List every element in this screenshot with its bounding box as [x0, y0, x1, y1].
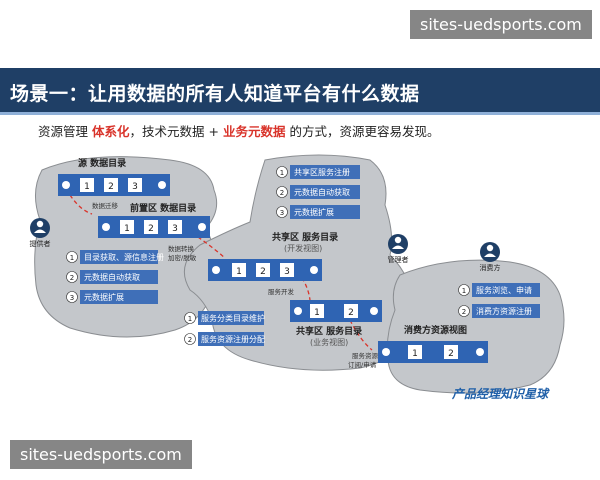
consumer-label: 消费方 [480, 263, 501, 272]
shared-dev-end-dot [310, 266, 318, 274]
shared-dev-title: 共享区 服务目录 [272, 231, 338, 243]
shared-dev-box-2[interactable] [256, 263, 270, 277]
shared-biz-box-2-label: 2 [348, 308, 354, 318]
title-underline [0, 112, 600, 115]
shared-biz-title: 共享区 服务目录 [296, 325, 362, 337]
front-bar-end-dot [198, 223, 206, 231]
shared-dev-box-2-label: 2 [260, 267, 266, 277]
svg-text:3: 3 [280, 209, 284, 217]
watermark-bottom: sites-uedsports.com [10, 440, 192, 469]
manager-bottom-steps: 1 服务分类目录维护 2 服务资源注册分配 [184, 311, 265, 346]
shared-dev-start-dot [212, 266, 220, 274]
front-box-2[interactable] [144, 220, 158, 234]
subtitle-part1: 资源管理 [38, 124, 89, 139]
subtitle-part3: ，技术元数据 + [129, 124, 223, 139]
consumer-step-2: 消费方资源注册 [476, 306, 532, 316]
shared-biz-start-dot [294, 307, 302, 315]
svg-text:1: 1 [462, 287, 466, 295]
manager-bottom-step-1: 服务分类目录维护 [201, 313, 265, 323]
consumer-view-start-dot [382, 348, 390, 356]
consumer-view-title: 消费方资源视图 [404, 324, 467, 336]
consumer-view-bar [378, 341, 488, 363]
source-bar-start-dot [62, 181, 70, 189]
source-box-1-label: 1 [84, 182, 90, 192]
service-apply-label: 服务资源 [352, 351, 379, 360]
page-title: 场景一：让用数据的所有人知道平台有什么数据 [10, 83, 420, 105]
shared-biz-bar [290, 300, 382, 322]
svg-text:3: 3 [70, 294, 74, 302]
consumer-box-2-label: 2 [448, 349, 454, 359]
data-transform-label: 数据转换 [168, 244, 195, 253]
svg-text:2: 2 [462, 308, 466, 316]
provider-steps: 1 目录获取、源信息注册 2 元数据自动获取 3 元数据扩展 [66, 250, 164, 304]
provider-avatar-head [36, 220, 44, 228]
svg-text:1: 1 [70, 254, 74, 262]
consumer-box-1-label: 1 [412, 349, 418, 359]
data-migration-label: 数据迁移 [92, 201, 119, 210]
source-box-2-label: 2 [108, 182, 114, 192]
front-catalog-title: 前置区 数据目录 [130, 202, 196, 214]
consumer-steps: 1 服务浏览、申请 2 消费方资源注册 [458, 283, 540, 318]
consumer-box-1[interactable] [408, 345, 422, 359]
source-box-2[interactable] [104, 178, 118, 192]
shared-biz-box-1[interactable] [310, 304, 324, 318]
source-box-1[interactable] [80, 178, 94, 192]
front-box-1-label: 1 [124, 224, 130, 234]
source-bar-end-dot [158, 181, 166, 189]
manager-top-step-3: 元数据扩展 [294, 207, 334, 217]
front-box-1[interactable] [120, 220, 134, 234]
provider-step-1: 目录获取、源信息注册 [84, 252, 164, 262]
brand-logo: 产品经理知识星球 [452, 387, 549, 401]
manager-top-step-1: 共享区服务注册 [294, 167, 350, 177]
arrow-biz-to-consumer [349, 319, 373, 351]
shared-biz-end-dot [370, 307, 378, 315]
manager-top-steps: 1 共享区服务注册 2 元数据自动获取 3 元数据扩展 [276, 165, 360, 219]
manager-avatar-head [394, 236, 402, 244]
provider-step-3: 元数据扩展 [84, 292, 124, 302]
shared-biz-subtitle: (业务视图) [310, 337, 348, 347]
front-box-3-label: 3 [172, 224, 178, 234]
manager-label: 管理者 [388, 255, 409, 264]
shared-dev-subtitle: (开发视图) [284, 243, 322, 253]
source-catalog-title: 源 数据目录 [78, 157, 126, 169]
subtitle-part5: 的方式，资源更容易发现。 [289, 124, 440, 139]
service-apply-label-2: 订阅/申请 [348, 360, 377, 369]
provider-step-2: 元数据自动获取 [84, 272, 140, 282]
subtitle: 资源管理 体系化，技术元数据 + 业务元数据 的方式，资源更容易发现。 [38, 121, 439, 140]
data-transform-label-2: 加密/脱敏 [168, 253, 197, 262]
subtitle-highlight-1: 体系化 [92, 124, 130, 139]
shared-dev-box-1-label: 1 [236, 267, 242, 277]
manager-top-step-2: 元数据自动获取 [294, 187, 350, 197]
front-bar-start-dot [102, 223, 110, 231]
consumer-box-2[interactable] [444, 345, 458, 359]
consumer-view-end-dot [476, 348, 484, 356]
svg-text:2: 2 [70, 274, 74, 282]
shared-biz-box-1-label: 1 [314, 308, 320, 318]
source-box-3[interactable] [128, 178, 142, 192]
shared-dev-box-3-label: 3 [284, 267, 290, 277]
manager-bottom-step-2: 服务资源注册分配 [201, 334, 265, 344]
shared-dev-box-1[interactable] [232, 263, 246, 277]
consumer-avatar-head [486, 244, 494, 252]
service-dev-label: 服务开发 [268, 287, 295, 296]
subtitle-highlight-2: 业务元数据 [222, 124, 286, 139]
consumer-avatar-body [484, 253, 496, 257]
svg-text:2: 2 [280, 189, 284, 197]
arrow-source-to-front [69, 194, 93, 215]
front-box-3[interactable] [168, 220, 182, 234]
title-bar [0, 68, 600, 112]
front-box-2-label: 2 [148, 224, 154, 234]
watermark-top: sites-uedsports.com [410, 10, 592, 39]
shared-dev-box-3[interactable] [280, 263, 294, 277]
shared-biz-box-2[interactable] [344, 304, 358, 318]
provider-label: 提供者 [30, 239, 51, 248]
manager-avatar-body [392, 245, 404, 249]
svg-text:1: 1 [280, 169, 284, 177]
svg-text:1: 1 [188, 315, 192, 323]
consumer-step-1: 服务浏览、申请 [476, 285, 532, 295]
svg-text:2: 2 [188, 336, 192, 344]
provider-avatar-body [34, 229, 46, 233]
source-box-3-label: 3 [132, 182, 138, 192]
